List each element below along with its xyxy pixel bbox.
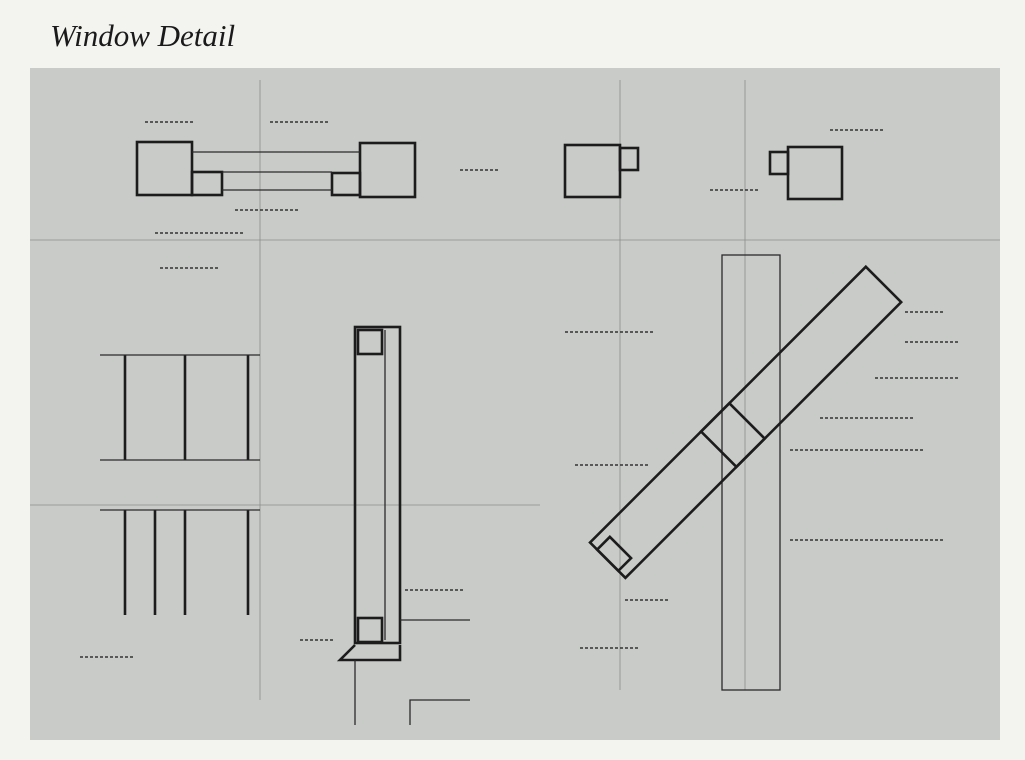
- window-detail-drawing: [30, 80, 1000, 725]
- plan-details: [563, 129, 885, 201]
- construction-lines: [30, 80, 1000, 700]
- vertical-section: [300, 325, 470, 725]
- architectural-drawing-plate: [30, 68, 1000, 740]
- cladding-elevation: [80, 354, 260, 658]
- wall-cladding-plan: [135, 121, 500, 269]
- page-title: Window Detail: [50, 18, 236, 53]
- pivoted-window-section: [565, 254, 960, 691]
